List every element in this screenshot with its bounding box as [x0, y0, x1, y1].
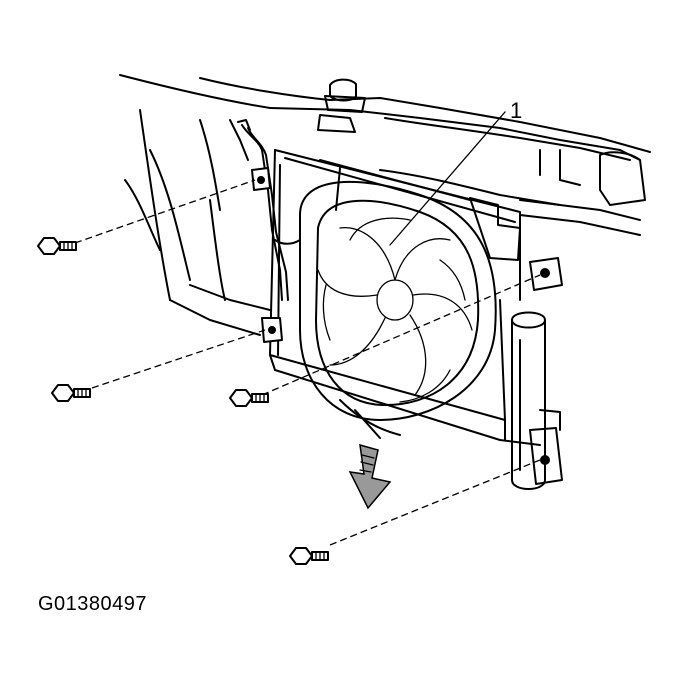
callout-leader-line — [390, 112, 505, 245]
fan-shroud — [300, 182, 496, 420]
fan-blades — [318, 218, 472, 402]
bolt-hole — [268, 326, 276, 334]
reservoir-cap — [318, 80, 365, 132]
bolt-icon — [38, 238, 76, 254]
callout-number: 1 — [510, 98, 522, 123]
bolt-icon — [290, 548, 328, 564]
bolt-hole — [257, 176, 265, 184]
bolt-guide-lines — [75, 180, 540, 545]
receiver-drier — [512, 313, 545, 490]
wire-harness — [238, 120, 300, 300]
bolt-hole — [540, 455, 550, 465]
vehicle-frame — [120, 75, 650, 335]
mounting-brackets — [252, 168, 562, 484]
bolt-hole — [540, 268, 550, 278]
bolt-icon — [52, 385, 90, 401]
bolt-icon — [230, 390, 268, 406]
down-arrow-icon — [350, 445, 390, 508]
figure-code: G01380497 — [38, 593, 148, 615]
lower-frame — [340, 400, 540, 445]
